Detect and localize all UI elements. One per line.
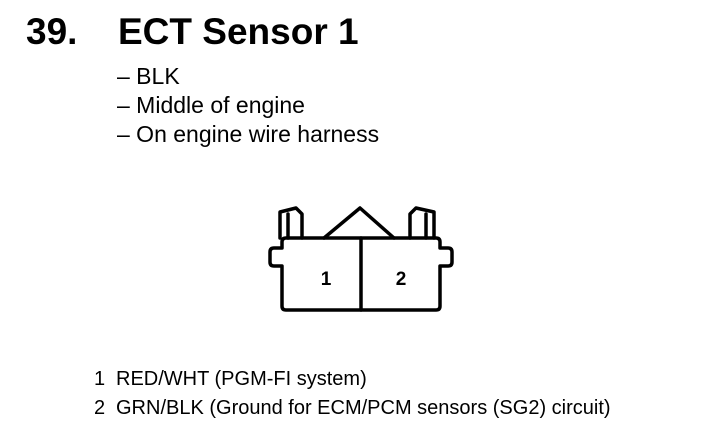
connector-body	[268, 236, 454, 312]
pin-row: 2 GRN/BLK (Ground for ECM/PCM sensors (SG…	[94, 394, 611, 423]
detail-harness: – On engine wire harness	[117, 121, 380, 147]
detail-color: – BLK	[117, 63, 180, 89]
pin-list: 1 RED/WHT (PGM-FI system) 2 GRN/BLK (Groun…	[94, 365, 611, 423]
connector-right-latch	[408, 206, 436, 240]
connector-details: – BLK – Middle of engine – On engine wir…	[117, 62, 379, 149]
section-title: ECT Sensor 1	[118, 11, 359, 52]
section-number: 39.	[26, 11, 78, 52]
pin-row: 1 RED/WHT (PGM-FI system)	[94, 365, 611, 394]
pin-label-1: 1	[321, 269, 332, 290]
connector-diagram: 1 2	[268, 206, 454, 312]
connector-left-latch	[278, 206, 304, 240]
pin-description: GRN/BLK (Ground for ECM/PCM sensors (SG2…	[116, 397, 611, 419]
pin-number: 1	[94, 368, 106, 390]
pin-description: RED/WHT (PGM-FI system)	[116, 368, 367, 390]
pin-label-2: 2	[396, 269, 407, 290]
detail-location: – Middle of engine	[117, 92, 305, 118]
connector-roof	[322, 206, 396, 240]
pin-number: 2	[94, 397, 106, 419]
